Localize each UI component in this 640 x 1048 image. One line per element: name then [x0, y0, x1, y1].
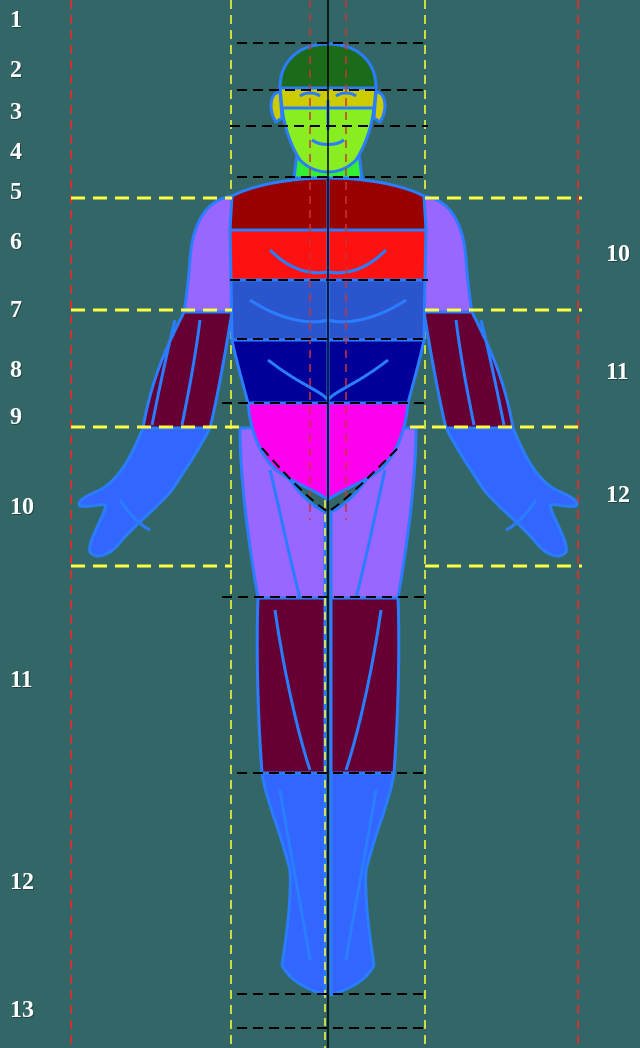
left-scale-9: 9 [10, 405, 22, 429]
left-scale-8: 8 [10, 358, 22, 382]
left-scale-12: 12 [10, 870, 34, 894]
left-hand [79, 428, 210, 556]
right-shin-foot [331, 773, 394, 995]
left-upper-arm [184, 196, 232, 312]
left-scale-5: 5 [10, 180, 22, 204]
left-scale-6: 6 [10, 230, 22, 254]
left-scale-4: 4 [10, 140, 22, 164]
right-scale-11: 11 [606, 360, 629, 384]
left-scale-1: 1 [10, 8, 22, 32]
left-scale-3: 3 [10, 100, 22, 124]
right-knee-region [331, 598, 399, 773]
left-arm [79, 196, 232, 556]
right-ear [374, 92, 385, 122]
left-scale-10: 10 [10, 495, 34, 519]
right-scale-12: 12 [606, 483, 630, 507]
left-shin-foot [262, 773, 325, 995]
left-scale-11: 11 [10, 668, 33, 692]
left-knee-region [257, 598, 325, 773]
right-arm [424, 196, 577, 556]
left-ear [271, 92, 282, 122]
right-scale-10: 10 [606, 242, 630, 266]
left-scale-7: 7 [10, 298, 22, 322]
right-hand [446, 428, 577, 556]
left-scale-13: 13 [10, 998, 34, 1022]
left-scale-2: 2 [10, 58, 22, 82]
right-upper-arm [424, 196, 472, 312]
